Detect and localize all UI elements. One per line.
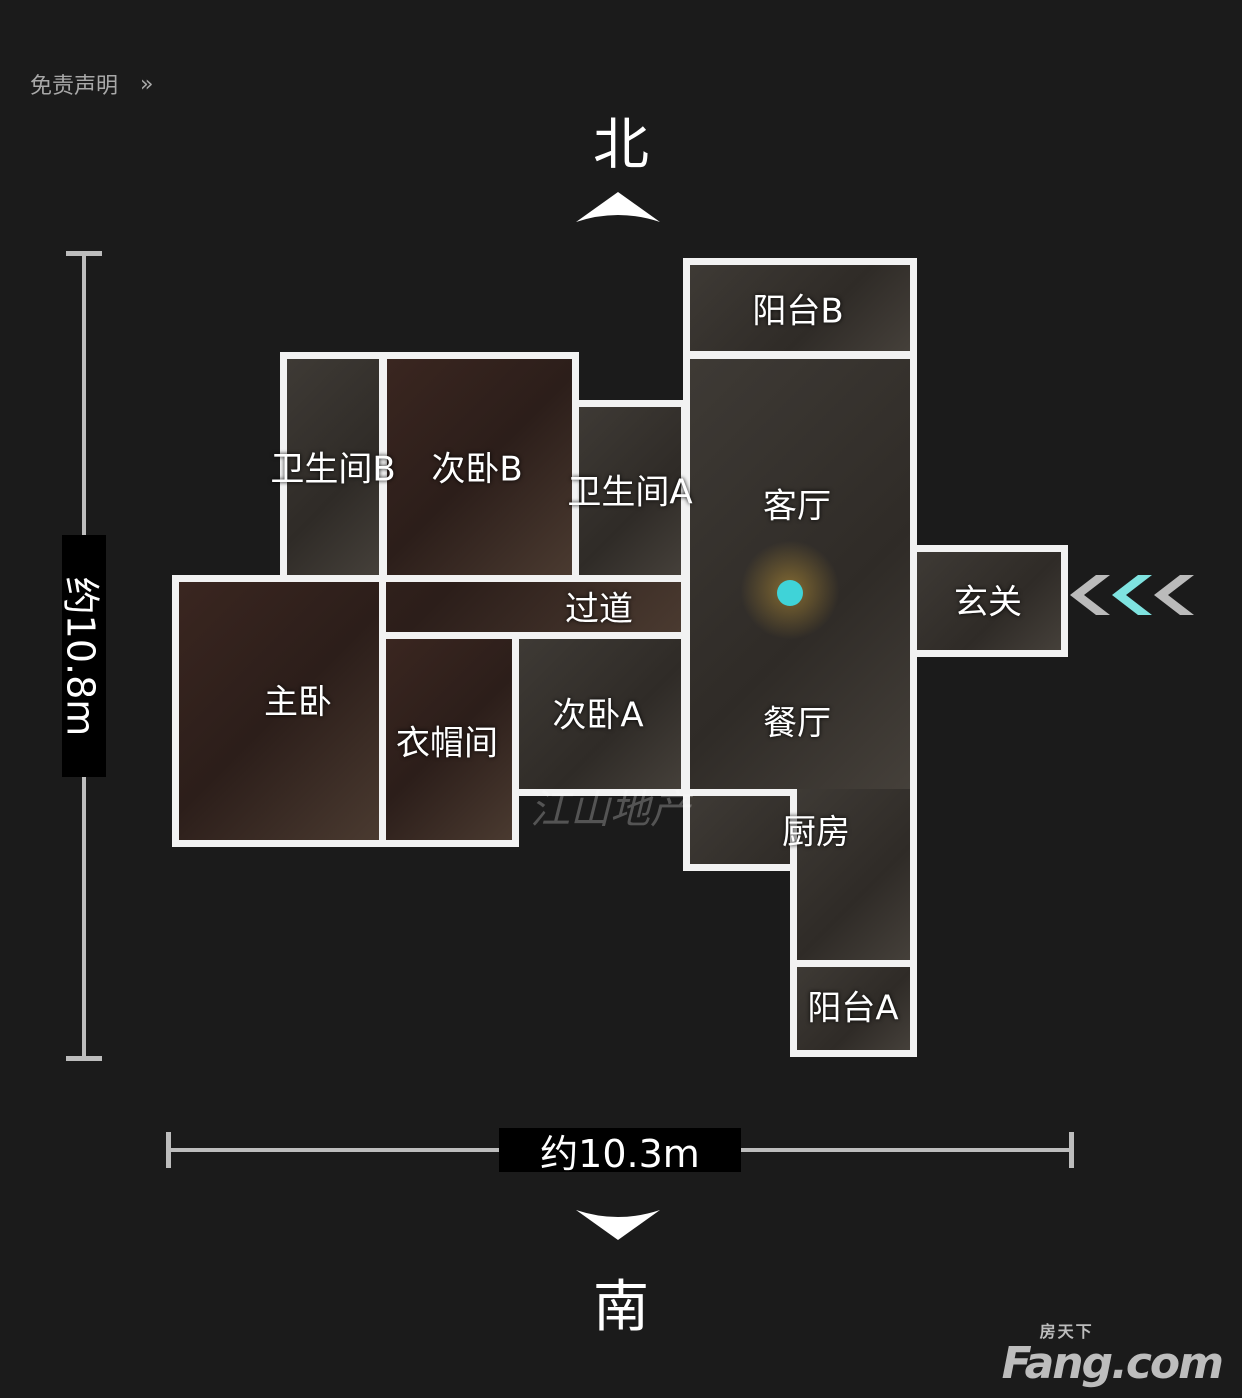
label-living: 客厅 bbox=[763, 486, 831, 527]
north-label: 北 bbox=[593, 113, 649, 178]
scale-cap bbox=[1069, 1132, 1074, 1168]
north-arrow-icon[interactable] bbox=[574, 190, 662, 224]
double-chevron-right-icon: » bbox=[140, 71, 154, 97]
room-bedroom-a[interactable] bbox=[512, 632, 688, 796]
south-label: 南 bbox=[593, 1275, 649, 1340]
room-balcony-b[interactable] bbox=[683, 258, 917, 358]
label-bath-b: 卫生间B bbox=[270, 449, 396, 490]
disclaimer-label: 免责声明 bbox=[30, 74, 119, 99]
location-marker-icon[interactable] bbox=[777, 580, 803, 606]
entrance-arrows-icon bbox=[1070, 575, 1194, 615]
label-master: 主卧 bbox=[264, 682, 332, 723]
room-balcony-a[interactable] bbox=[790, 960, 917, 1057]
label-balcony-a: 阳台A bbox=[807, 988, 899, 1029]
room-bath-b[interactable] bbox=[280, 352, 386, 582]
label-bath-a: 卫生间A bbox=[567, 472, 693, 513]
logo-cn: 房天下 bbox=[1039, 1322, 1094, 1341]
width-scale-label: 约10.3m bbox=[499, 1128, 741, 1176]
label-kitchen: 厨房 bbox=[782, 812, 850, 853]
label-bedroom-a: 次卧A bbox=[552, 695, 644, 736]
scale-cap bbox=[66, 1056, 102, 1061]
room-kitchen[interactable] bbox=[790, 789, 917, 967]
height-scale-label: 约10.8m bbox=[59, 535, 106, 777]
room-closet[interactable] bbox=[379, 632, 519, 847]
scale-cap bbox=[66, 251, 102, 256]
label-dining: 餐厅 bbox=[763, 703, 831, 744]
watermark: 江山地产 bbox=[530, 787, 690, 833]
south-arrow-icon[interactable] bbox=[574, 1208, 662, 1242]
disclaimer-link[interactable]: 免责声明 » bbox=[30, 68, 153, 100]
label-entrance: 玄关 bbox=[954, 582, 1022, 623]
room-bedroom-b[interactable] bbox=[380, 352, 579, 582]
room-entrance[interactable] bbox=[910, 545, 1068, 657]
logo-en: Fang.com bbox=[1001, 1338, 1224, 1389]
label-hallway: 过道 bbox=[565, 589, 633, 630]
label-closet: 衣帽间 bbox=[396, 723, 498, 764]
scale-cap bbox=[166, 1132, 171, 1168]
label-bedroom-b: 次卧B bbox=[431, 449, 523, 490]
label-balcony-b: 阳台B bbox=[752, 291, 844, 332]
